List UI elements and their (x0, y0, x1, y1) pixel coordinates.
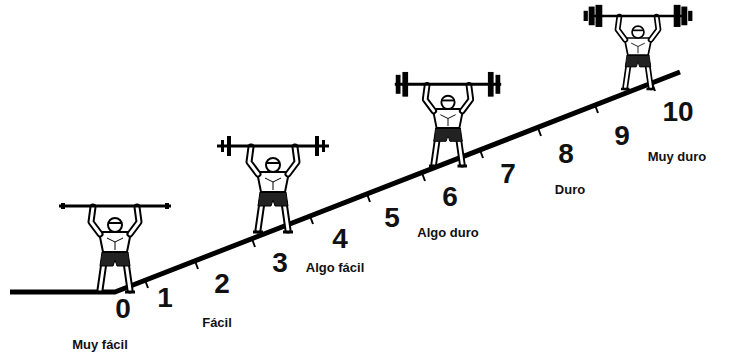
scale-number: 9 (614, 121, 630, 152)
scale-label: Algo fácil (306, 261, 365, 275)
scale-number: 7 (500, 159, 516, 190)
scale-label: Algo duro (417, 226, 478, 240)
scale-number: 8 (558, 139, 574, 170)
scale-number: 2 (214, 269, 230, 300)
scale-label: Fácil (202, 316, 232, 330)
scale-label: Duro (555, 183, 585, 197)
scale-number: 1 (157, 283, 173, 314)
scale-label: Muy duro (648, 150, 707, 164)
scale-number: 10 (662, 97, 693, 128)
scale-number: 0 (115, 294, 131, 325)
scale-number: 6 (442, 182, 458, 213)
scale-number: 4 (332, 224, 348, 255)
scale-label: Muy fácil (72, 338, 128, 352)
scale-number: 3 (272, 248, 288, 279)
scale-number: 5 (384, 203, 400, 234)
